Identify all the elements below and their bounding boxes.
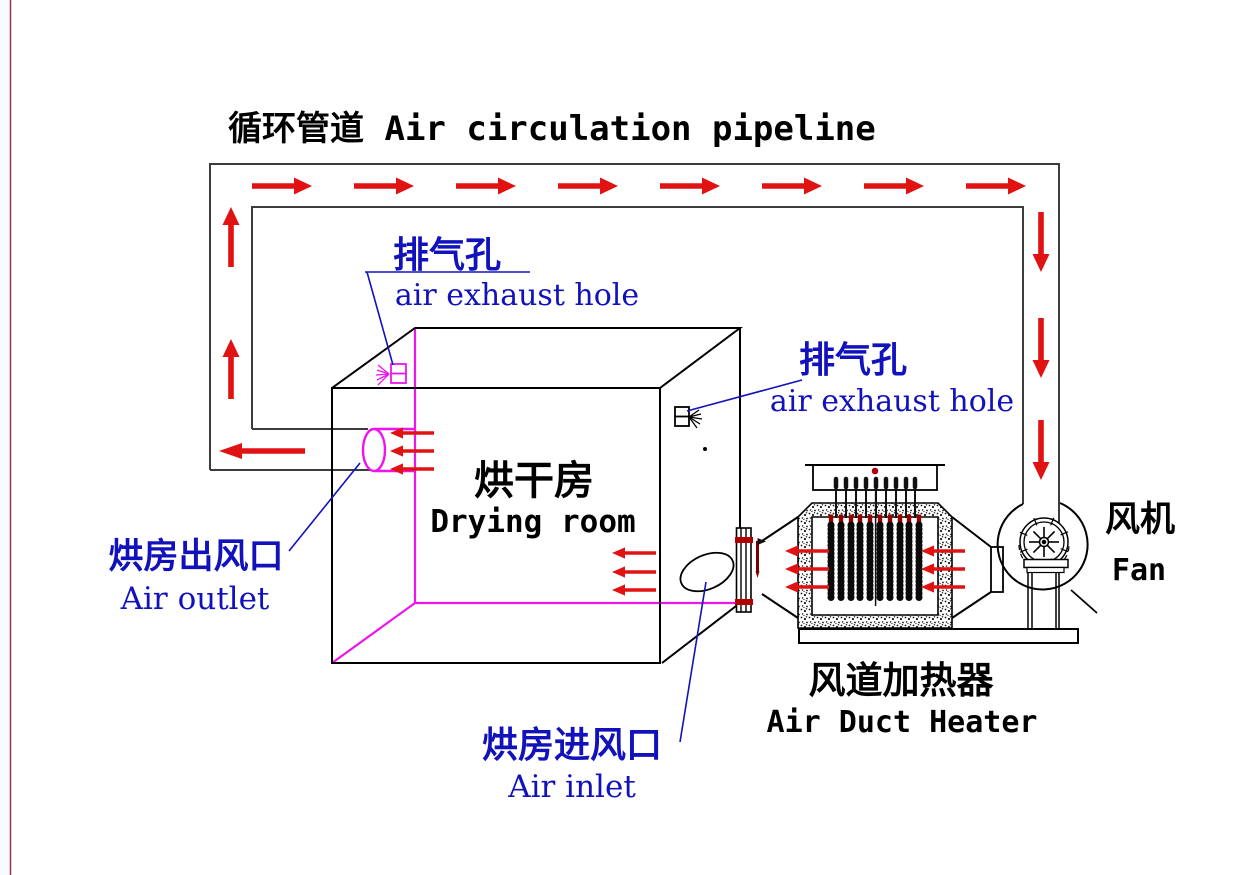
- exhaust-hole-icon-top: [375, 363, 407, 386]
- air-inlet-ellipse: [679, 551, 735, 593]
- air-outlet-label-zh: 烘房出风口: [108, 537, 283, 576]
- air-outlet-cylinder: [361, 427, 415, 473]
- heating-elements: [827, 514, 923, 604]
- sensor-flag: [757, 538, 766, 545]
- drying-room-label-zh: 烘干房: [474, 459, 594, 503]
- flange-red-band: [735, 599, 753, 605]
- exhaust-right-label-en: air exhaust hole: [770, 384, 1014, 419]
- flow-arrow-down: [1032, 318, 1050, 378]
- flow-arrow-up: [222, 339, 240, 399]
- sensor-tip: [755, 571, 760, 578]
- fan-mount-plate: [1023, 558, 1069, 569]
- terminal-red-dot: [871, 467, 879, 475]
- flow-arrow-right: [252, 177, 312, 195]
- exhaust-top-label-en: air exhaust hole: [395, 278, 639, 313]
- air-outlet-label-en: Air outlet: [120, 581, 270, 617]
- fan-label-zh: 风机: [1105, 500, 1175, 539]
- flow-arrow-up: [222, 207, 240, 267]
- diagram-title: 循环管道 Air circulation pipeline: [228, 109, 876, 149]
- fan-mount-plate-lower: [1026, 566, 1065, 574]
- flow-arrow-down: [1032, 420, 1050, 480]
- heater-label-zh: 风道加热器: [809, 660, 995, 701]
- flow-arrow-down: [1032, 212, 1050, 272]
- flow-arrow-right: [660, 177, 720, 195]
- air-duct-heater: [735, 464, 1079, 644]
- air-inlet-label-en: Air inlet: [507, 769, 636, 805]
- room-dot-mark: [703, 447, 707, 451]
- fan-label-en: Fan: [1112, 553, 1166, 588]
- leader-exhaust-right: [686, 379, 803, 412]
- circulation-pipeline: [209, 163, 1060, 629]
- fan-inlet-duct: [990, 546, 1004, 593]
- base-plate: [798, 628, 1079, 644]
- leader-air-inlet: [679, 581, 707, 743]
- air-inlet-label-zh: 烘房进风口: [482, 724, 662, 765]
- exhaust-top-label-zh: 排气孔: [393, 234, 501, 275]
- flow-arrow-right: [456, 177, 516, 195]
- exhaust-hole-icon-right: [674, 406, 703, 429]
- fan-volute: [996, 502, 1089, 591]
- inlet-flange: [735, 527, 766, 613]
- centrifugal-fan: [996, 502, 1098, 629]
- leader-exhaust-top: [366, 271, 394, 366]
- room-front-face: [331, 387, 661, 664]
- leader-lines: [288, 271, 803, 743]
- heater-label-en: Air Duct Heater: [767, 705, 1038, 740]
- terminal-box: [805, 464, 945, 606]
- flange-red-band: [735, 537, 753, 543]
- pipeline-inner-wall: [251, 206, 1024, 504]
- flow-arrow-right: [864, 177, 924, 195]
- fan-legs: [1027, 572, 1057, 629]
- flow-arrow-left-long: [219, 443, 305, 459]
- heater-diffusers: [761, 516, 992, 619]
- flow-arrow-right: [558, 177, 618, 195]
- pipeline-outer-wall: [209, 163, 1060, 629]
- room-top-face: [331, 327, 743, 389]
- fan-impeller-icon: [1029, 527, 1059, 557]
- hidden-edges-magenta: [331, 328, 737, 664]
- fan-volute-tail: [1070, 589, 1098, 614]
- exhaust-right-label-zh: 排气孔: [799, 339, 907, 380]
- leader-air-outlet: [288, 462, 361, 552]
- page-margin-strip: [0, 0, 10, 875]
- drying-room-label-en: Drying room: [430, 504, 635, 540]
- cylinder-end-ellipse: [361, 427, 387, 473]
- flow-arrows: [219, 177, 1050, 480]
- flow-arrow-right: [762, 177, 822, 195]
- flow-arrow-right: [354, 177, 414, 195]
- flow-arrow-right: [966, 177, 1026, 195]
